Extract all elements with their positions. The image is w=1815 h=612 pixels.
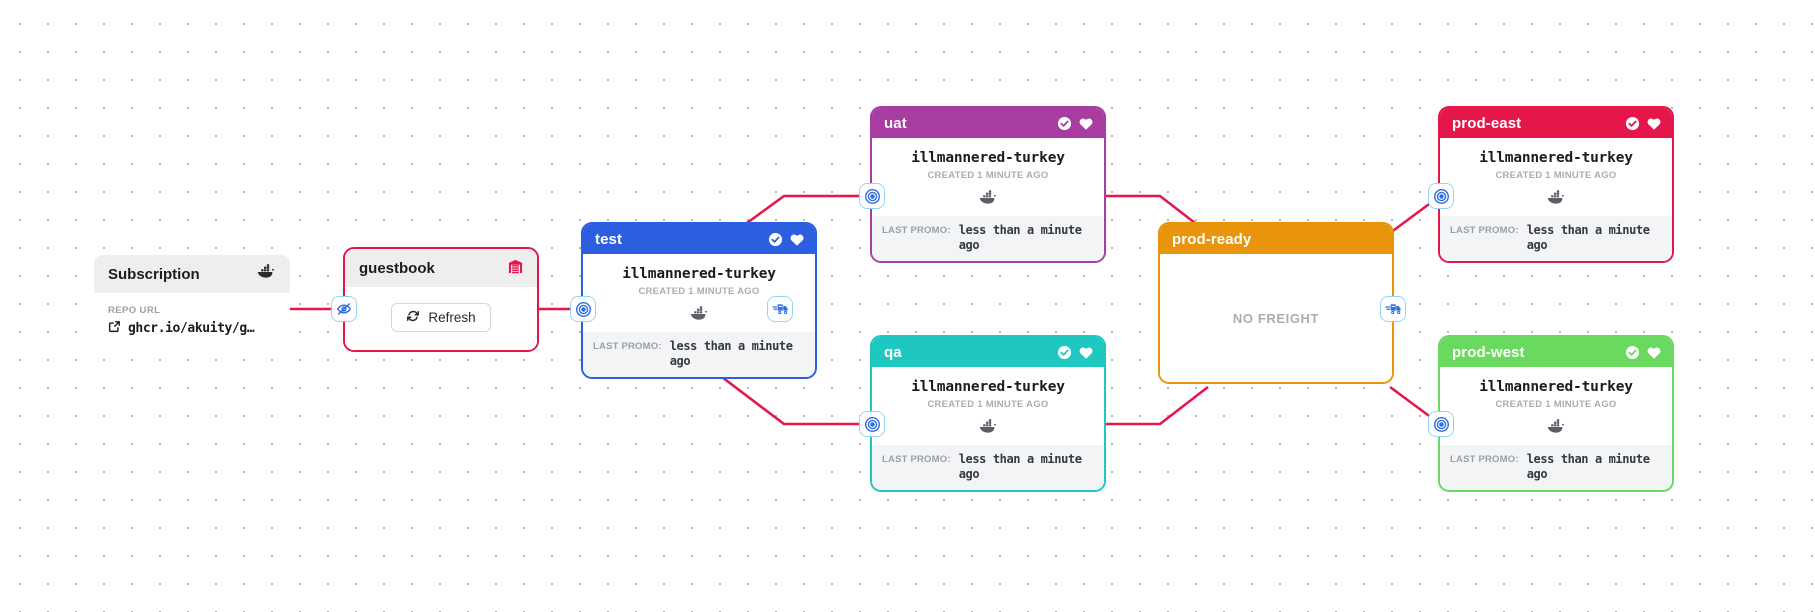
qa-target-chip[interactable] xyxy=(859,411,885,437)
repo-url-text: ghcr.io/akuity/g… xyxy=(128,321,255,336)
bullseye-icon xyxy=(864,416,881,433)
stage-footer-prod-west: LAST PROMO: less than a minute ago xyxy=(1440,445,1672,490)
prod-west-target-chip[interactable] xyxy=(1428,411,1454,437)
stage-body-prod-ready: NO FREIGHT xyxy=(1160,254,1392,382)
freight-name: illmannered-turkey xyxy=(1479,150,1633,166)
docker-icon xyxy=(1448,188,1664,206)
check-circle-icon[interactable] xyxy=(1625,345,1640,360)
heart-icon[interactable] xyxy=(789,232,805,247)
subscription-body: REPO URL ghcr.io/akuity/g… xyxy=(94,293,290,351)
last-promo-value: less than a minute ago xyxy=(1526,223,1650,252)
check-circle-icon[interactable] xyxy=(768,232,783,247)
stage-body-prod-west: illmannered-turkey CREATED 1 MINUTE AGO xyxy=(1440,367,1672,445)
subscription-header: Subscription xyxy=(94,255,290,293)
stage-title-qa: qa xyxy=(884,343,902,361)
truck-fast-icon xyxy=(1385,302,1402,316)
last-promo-label: LAST PROMO: xyxy=(882,454,951,465)
prod-ready-promote-chip[interactable] xyxy=(1380,296,1406,322)
stage-header-prod-east: prod-east xyxy=(1440,108,1672,138)
hide-subscription-chip[interactable] xyxy=(331,296,357,322)
stage-body-prod-east: illmannered-turkey CREATED 1 MINUTE AGO xyxy=(1440,138,1672,216)
stage-card-qa[interactable]: qa illmannered-turkey CREATED 1 MINUTE A… xyxy=(872,337,1104,490)
stage-header-qa: qa xyxy=(872,337,1104,367)
freight-created: CREATED 1 MINUTE AGO xyxy=(1495,170,1617,181)
bullseye-icon xyxy=(1433,416,1450,433)
stage-header-uat: uat xyxy=(872,108,1104,138)
uat-target-chip[interactable] xyxy=(859,183,885,209)
check-circle-icon[interactable] xyxy=(1625,116,1640,131)
warehouse-header: guestbook xyxy=(345,249,537,287)
warehouse-body: Refresh xyxy=(345,287,537,350)
stage-footer-test: LAST PROMO: less than a minute ago xyxy=(583,332,815,377)
warehouse-card-guestbook[interactable]: guestbook xyxy=(343,247,539,352)
bullseye-icon xyxy=(1433,188,1450,205)
last-promo-value: less than a minute ago xyxy=(1526,452,1650,481)
warehouse-title: guestbook xyxy=(359,259,435,277)
refresh-label: Refresh xyxy=(428,310,476,325)
warehouse-icon xyxy=(508,258,523,279)
stage-body-qa: illmannered-turkey CREATED 1 MINUTE AGO xyxy=(872,367,1104,445)
subscription-title: Subscription xyxy=(108,265,200,283)
prod-east-target-chip[interactable] xyxy=(1428,183,1454,209)
stage-title-prod-ready: prod-ready xyxy=(1172,230,1252,248)
stage-title-prod-east: prod-east xyxy=(1452,114,1522,132)
freight-name: illmannered-turkey xyxy=(911,379,1065,395)
freight-created: CREATED 1 MINUTE AGO xyxy=(927,399,1049,410)
stage-header-prod-ready: prod-ready xyxy=(1160,224,1392,254)
last-promo-label: LAST PROMO: xyxy=(1450,225,1519,236)
stage-card-test[interactable]: test illmannered-turkey CREATED 1 MINUTE… xyxy=(583,224,815,377)
last-promo-label: LAST PROMO: xyxy=(882,225,951,236)
last-promo-value: less than a minute ago xyxy=(958,452,1082,481)
truck-fast-icon xyxy=(772,302,789,316)
freight-created: CREATED 1 MINUTE AGO xyxy=(927,170,1049,181)
bullseye-icon xyxy=(575,301,592,318)
repo-url-label: REPO URL xyxy=(108,305,161,316)
heart-icon[interactable] xyxy=(1078,116,1094,131)
stage-header-test: test xyxy=(583,224,815,254)
test-promote-chip[interactable] xyxy=(767,296,793,322)
freight-name: illmannered-turkey xyxy=(622,266,776,282)
refresh-icon xyxy=(406,309,420,326)
docker-icon xyxy=(257,264,276,284)
docker-icon xyxy=(880,417,1096,435)
check-circle-icon[interactable] xyxy=(1057,345,1072,360)
test-target-chip[interactable] xyxy=(570,296,596,322)
heart-icon[interactable] xyxy=(1078,345,1094,360)
stage-card-prod-ready[interactable]: prod-ready NO FREIGHT xyxy=(1160,224,1392,382)
stage-footer-uat: LAST PROMO: less than a minute ago xyxy=(872,216,1104,261)
stage-body-uat: illmannered-turkey CREATED 1 MINUTE AGO xyxy=(872,138,1104,216)
bullseye-icon xyxy=(864,188,881,205)
last-promo-value: less than a minute ago xyxy=(669,339,793,368)
stage-title-uat: uat xyxy=(884,114,907,132)
stage-title-prod-west: prod-west xyxy=(1452,343,1525,361)
docker-icon xyxy=(1448,417,1664,435)
stage-header-prod-west: prod-west xyxy=(1440,337,1672,367)
refresh-button[interactable]: Refresh xyxy=(391,303,491,332)
check-circle-icon[interactable] xyxy=(1057,116,1072,131)
stage-footer-qa: LAST PROMO: less than a minute ago xyxy=(872,445,1104,490)
freight-name: illmannered-turkey xyxy=(911,150,1065,166)
edge-qa-prodready xyxy=(1104,385,1209,426)
heart-icon[interactable] xyxy=(1646,116,1662,131)
last-promo-label: LAST PROMO: xyxy=(593,341,662,352)
freight-created: CREATED 1 MINUTE AGO xyxy=(638,286,760,297)
last-promo-value: less than a minute ago xyxy=(958,223,1082,252)
freight-created: CREATED 1 MINUTE AGO xyxy=(1495,399,1617,410)
freight-name: illmannered-turkey xyxy=(1479,379,1633,395)
heart-icon[interactable] xyxy=(1646,345,1662,360)
stage-title-test: test xyxy=(595,230,623,248)
no-freight-text: NO FREIGHT xyxy=(1232,310,1320,326)
subscription-card[interactable]: Subscription REPO URL xyxy=(94,255,290,351)
stage-card-prod-west[interactable]: prod-west illmannered-turkey CREATED 1 M… xyxy=(1440,337,1672,490)
stage-card-prod-east[interactable]: prod-east illmannered-turkey CREATED 1 M… xyxy=(1440,108,1672,261)
stage-footer-prod-east: LAST PROMO: less than a minute ago xyxy=(1440,216,1672,261)
repo-url-value-row[interactable]: ghcr.io/akuity/g… xyxy=(108,320,276,337)
docker-icon xyxy=(591,304,807,322)
external-link-icon[interactable] xyxy=(108,320,121,337)
last-promo-label: LAST PROMO: xyxy=(1450,454,1519,465)
stage-card-uat[interactable]: uat illmannered-turkey CREATED 1 MINUTE … xyxy=(872,108,1104,261)
eye-slash-icon xyxy=(336,301,352,317)
docker-icon xyxy=(880,188,1096,206)
